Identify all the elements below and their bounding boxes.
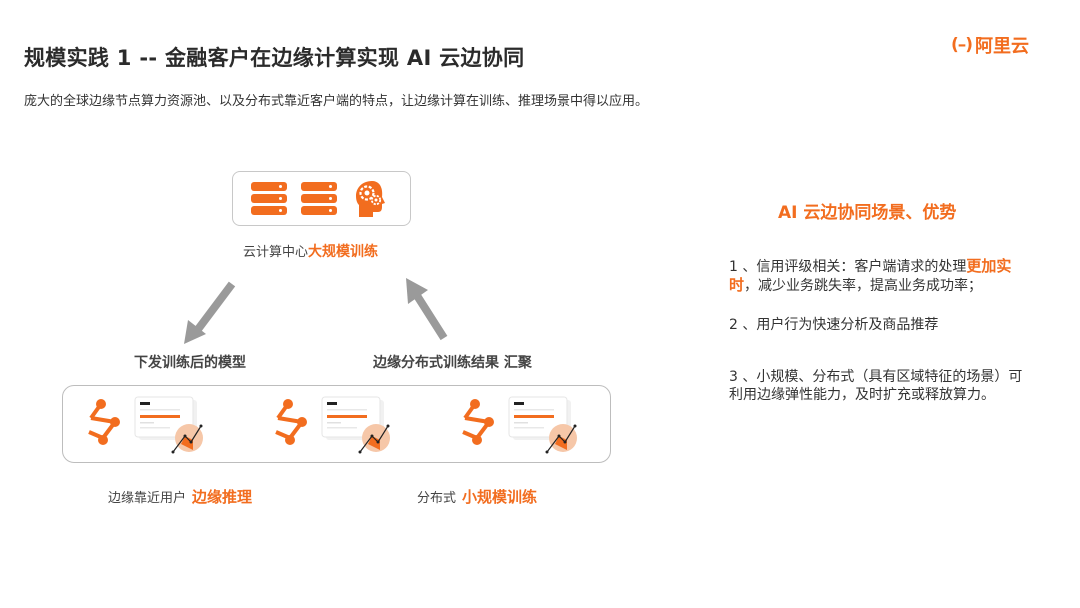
point-1-before: 1 、信用评级相关：客户端请求的处理 bbox=[729, 259, 967, 275]
analytics-dashboard-icon bbox=[321, 396, 390, 454]
edge-inference-label: 边缘靠近用户边缘推理 bbox=[108, 486, 252, 507]
page-subtitle: 庞大的全球边缘节点算力资源池、以及分布式靠近客户端的特点，让边缘计算在训练、推理… bbox=[24, 94, 649, 109]
ai-brain-gears-icon bbox=[356, 181, 385, 217]
aliyun-logo-text: 阿里云 bbox=[975, 36, 1030, 57]
edge-inference-prefix: 边缘靠近用户 bbox=[108, 491, 187, 506]
distributed-training-label: 分布式小规模训练 bbox=[417, 486, 537, 507]
point-1-after: ，减少业务跳失率，提高业务成功率； bbox=[744, 278, 983, 294]
page-title: 规模实践 1 -- 金融客户在边缘计算实现 AI 云边协同 bbox=[24, 46, 525, 70]
advantages-title: AI 云边协同场景、优势 bbox=[778, 203, 957, 223]
distributed-training-prefix: 分布式 bbox=[417, 491, 457, 506]
server-rack-icon bbox=[301, 182, 337, 216]
network-node-icon bbox=[462, 399, 494, 445]
edge-nodes-box bbox=[62, 385, 611, 463]
arrow-down-left-icon bbox=[184, 281, 236, 344]
analytics-dashboard-icon bbox=[134, 396, 203, 454]
analytics-dashboard-icon bbox=[508, 396, 577, 454]
cloud-label-highlight: 大规模训练 bbox=[308, 244, 379, 260]
distributed-training-highlight: 小规模训练 bbox=[462, 488, 538, 506]
edge-node bbox=[272, 394, 402, 456]
advantage-point-2: 2 、用户行为快速分析及商品推荐 bbox=[729, 317, 939, 333]
edge-node bbox=[85, 394, 215, 456]
network-node-icon bbox=[275, 399, 307, 445]
arrow-up-left-icon bbox=[406, 278, 448, 341]
cloud-center-label: 云计算中心大规模训练 bbox=[243, 241, 378, 261]
edge-inference-highlight: 边缘推理 bbox=[192, 488, 253, 506]
edge-node bbox=[459, 394, 589, 456]
aliyun-logo-icon: (–) bbox=[951, 35, 973, 55]
network-node-icon bbox=[88, 399, 120, 445]
arrow-down-label: 下发训练后的模型 bbox=[134, 355, 246, 371]
advantage-point-1: 1 、信用评级相关：客户端请求的处理更加实时，减少业务跳失率，提高业务成功率； bbox=[729, 257, 1034, 295]
aliyun-logo: (–) 阿里云 bbox=[951, 32, 1029, 58]
server-rack-icon bbox=[251, 182, 287, 216]
cloud-label-prefix: 云计算中心 bbox=[243, 245, 309, 260]
advantage-point-3: 3 、小规模、分布式（具有区域特征的场景）可利用边缘弹性能力，及时扩充或释放算力… bbox=[729, 369, 1023, 403]
point-1-highlight: 更加实时 bbox=[729, 257, 1012, 294]
arrow-up-label: 边缘分布式训练结果 汇聚 bbox=[373, 355, 532, 371]
cloud-center-box bbox=[232, 171, 411, 226]
